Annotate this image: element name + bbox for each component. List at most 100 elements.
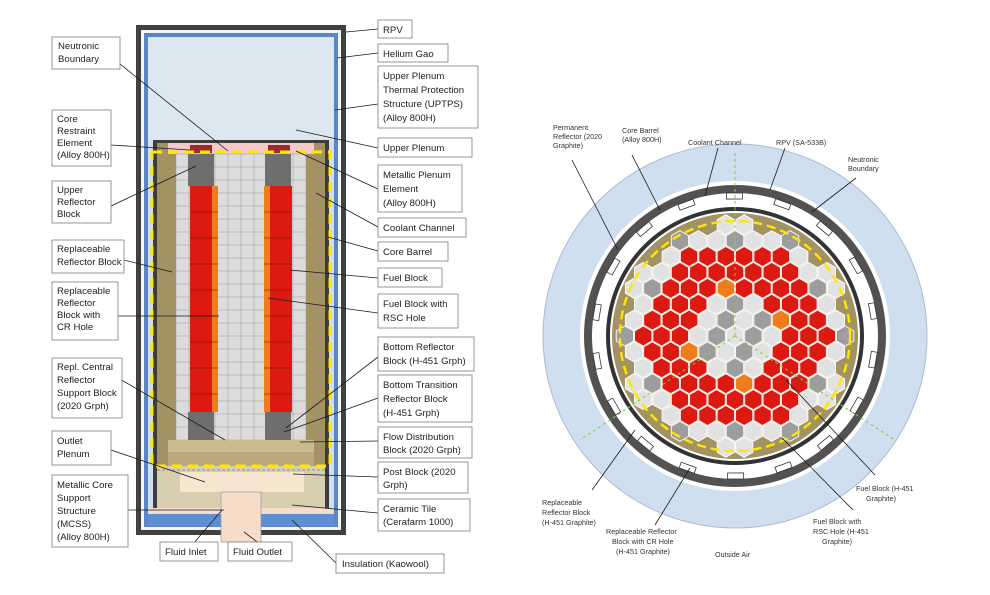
radial-fuel-block	[808, 309, 827, 331]
svg-text:Core: Core	[57, 114, 78, 125]
radial-fuel-block	[698, 245, 717, 268]
svg-text:Replaceable: Replaceable	[542, 498, 582, 507]
radial-fuel-block	[679, 341, 699, 363]
radial-neutronic-boundary	[618, 219, 852, 453]
radial-replaceable-reflector-block	[652, 261, 671, 283]
radial-replaceable-reflector-block	[634, 389, 653, 411]
label-post-block: Post Block (2020 Grph)	[377, 461, 469, 494]
radial-fuel-block	[799, 357, 818, 379]
radial-fuel-block	[652, 357, 671, 379]
svg-text:Reflector: Reflector	[57, 375, 96, 386]
axial-fuel-rsc-left	[212, 186, 218, 412]
radial-replaceable-reflector-block	[725, 230, 745, 252]
radial-coolant-channel	[725, 192, 743, 200]
radial-fuel-block	[799, 325, 818, 347]
svg-text:Fuel Block (H-451: Fuel Block (H-451	[856, 484, 914, 493]
radial-label-reflector-cr-hole: Replaceable Reflector Block with CR Hole…	[606, 527, 677, 556]
svg-text:Bottom Transition: Bottom Transition	[383, 380, 458, 391]
svg-text:RSC Hole: RSC Hole	[383, 313, 426, 324]
radial-label-neutronic-boundary: Neutronic Boundary	[848, 155, 879, 173]
radial-hex-blocks	[615, 214, 855, 458]
radial-coolant-channel	[677, 198, 696, 211]
radial-fuel-block	[716, 373, 735, 395]
radial-fuel-block	[753, 373, 772, 395]
radial-coolant-channel	[815, 220, 834, 237]
radial-fuel-block	[698, 277, 717, 299]
svg-text:Graphite): Graphite)	[866, 494, 896, 503]
radial-central-reflector-block	[753, 309, 772, 331]
radial-label-permanent-reflector: Permanent Reflector (2020 Graphite)	[553, 123, 602, 150]
svg-text:Reflector Block: Reflector Block	[383, 394, 448, 405]
radial-fuel-block	[780, 389, 800, 411]
axial-leader-lines	[110, 28, 379, 564]
radial-replaceable-reflector-block	[689, 230, 708, 252]
radial-fuel-block	[744, 389, 763, 411]
svg-text:Thermal Protection: Thermal Protection	[383, 85, 464, 96]
svg-text:(H-451 Graphite): (H-451 Graphite)	[542, 518, 596, 527]
radial-replaceable-reflector-block	[624, 373, 644, 395]
radial-fuel-block	[771, 245, 791, 268]
axial-outlet-plenum	[180, 472, 304, 492]
axial-fuel-column-left	[190, 186, 212, 412]
svg-text:Reflector Block: Reflector Block	[542, 508, 591, 517]
label-coolant-channel: Coolant Channel	[377, 217, 467, 238]
radial-central-reflector-block	[753, 341, 772, 363]
axial-left-label-boxes: Neutronic Boundary Core Restraint Elemen…	[51, 36, 129, 548]
radial-fuel-block	[780, 357, 800, 379]
svg-text:Fluid Inlet: Fluid Inlet	[165, 547, 207, 558]
svg-text:Helium Gao: Helium Gao	[383, 49, 434, 60]
radial-fuel-block	[716, 277, 735, 299]
radial-fuel-block	[753, 245, 772, 268]
svg-text:(Alloy 800H): (Alloy 800H)	[622, 135, 662, 144]
radial-coolant-channel	[592, 352, 603, 370]
radial-coolant-channel	[773, 198, 792, 211]
label-neutronic-boundary: Neutronic Boundary	[51, 36, 121, 70]
radial-replaceable-reflector-block	[634, 293, 653, 315]
svg-text:(Alloy 800H): (Alloy 800H)	[383, 198, 436, 209]
radial-fuel-block	[780, 293, 800, 315]
radial-replaceable-reflector-block	[836, 325, 855, 347]
radial-fuel-block	[808, 341, 827, 363]
label-core-restraint-element: Core Restraint Element (Alloy 800H)	[51, 109, 112, 167]
radial-central-reflector-block	[707, 325, 726, 347]
radial-fuel-block	[771, 404, 791, 427]
radial-central-reflector-block	[716, 341, 735, 363]
radial-fuel-block	[689, 389, 708, 411]
radial-replaceable-reflector-block	[624, 309, 644, 331]
radial-replaceable-reflector-block	[670, 230, 690, 252]
svg-text:RPV: RPV	[383, 25, 403, 36]
radial-replaceable-reflector-block	[652, 389, 671, 411]
radial-fuel-block	[716, 245, 735, 268]
label-bottom-transition-block: Bottom Transition Reflector Block (H-451…	[377, 374, 473, 423]
svg-text:CR Hole: CR Hole	[57, 322, 93, 333]
radial-replaceable-reflector-block	[643, 373, 662, 395]
radial-fuel-block	[780, 325, 800, 347]
svg-text:Ceramic Tile: Ceramic Tile	[383, 504, 436, 515]
svg-text:(Alloy 800H): (Alloy 800H)	[383, 113, 436, 124]
radial-replaceable-reflector-block	[643, 277, 662, 299]
svg-text:Block with: Block with	[57, 310, 100, 321]
svg-text:(H-451 Graphite): (H-451 Graphite)	[616, 547, 670, 556]
svg-text:Block (H-451 Grph): Block (H-451 Grph)	[383, 356, 466, 367]
svg-text:Insulation (Kaowool): Insulation (Kaowool)	[342, 559, 429, 570]
radial-fuel-block	[689, 293, 708, 315]
radial-label-core-barrel: Core Barrel (Alloy 800H)	[622, 126, 662, 144]
radial-central-reflector-block	[744, 293, 763, 315]
axial-upper-plenum	[168, 143, 314, 154]
radial-replaceable-reflector-block	[826, 373, 846, 395]
radial-fuel-block	[735, 373, 754, 395]
radial-fuel-block	[670, 325, 690, 347]
radial-replaceable-reflector-block	[624, 277, 644, 299]
svg-text:Reflector (2020: Reflector (2020	[553, 132, 602, 141]
svg-text:Element: Element	[383, 184, 419, 195]
radial-replaceable-reflector-block	[615, 325, 634, 347]
radial-fuel-block	[790, 309, 809, 331]
svg-text:Flow Distribution: Flow Distribution	[383, 432, 454, 443]
radial-fuel-block	[707, 261, 726, 283]
radial-replaceable-reflector-block	[817, 261, 836, 283]
radial-replaceable-reflector-block	[661, 404, 680, 427]
svg-text:Outside Air: Outside Air	[715, 550, 751, 559]
radial-replaceable-reflector-block	[762, 230, 781, 252]
radial-fuel-block	[762, 357, 781, 379]
